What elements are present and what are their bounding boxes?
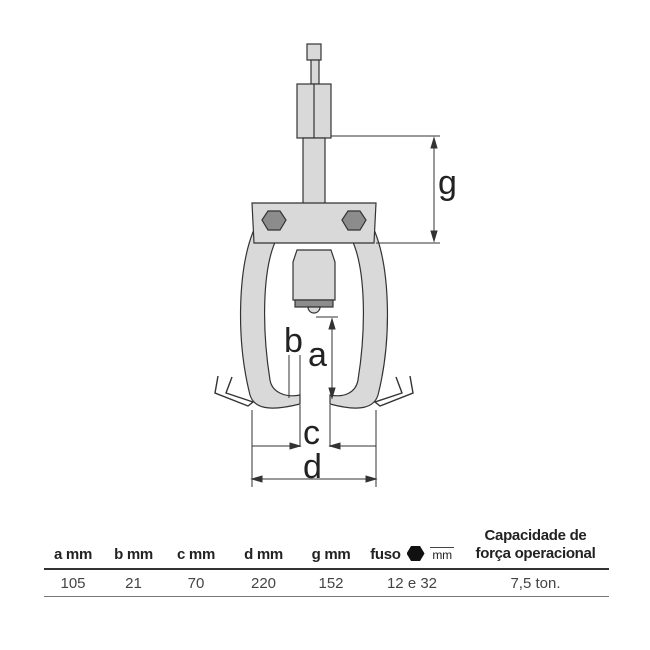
header-a: a mm [54, 546, 92, 563]
cell-fuso: 12 e 32 [386, 574, 438, 592]
cell-d: 220 [250, 574, 277, 592]
hexagon-icon [406, 546, 425, 561]
spindle [302, 137, 326, 205]
left-jaw [214, 375, 255, 407]
cell-c: 70 [187, 574, 205, 592]
header-g: g mm [311, 546, 351, 563]
header-capacity-line1: Capacidade de [484, 527, 587, 544]
hex-bit [306, 43, 322, 61]
header-capacity-line2: força operacional [475, 545, 596, 562]
cell-b: 21 [125, 574, 142, 592]
right-jaw [373, 375, 414, 407]
label-b: b [284, 322, 303, 360]
header-fuso: fuso mm [362, 546, 462, 568]
label-c: c [303, 414, 320, 452]
header-fuso-unit: mm [430, 547, 454, 562]
left-hex-bolt [261, 210, 287, 231]
center-piece [292, 249, 336, 301]
table-row: 105 21 70 220 152 12 e 32 7,5 ton. [44, 570, 609, 597]
crossbar [251, 202, 377, 244]
cell-g: 152 [318, 574, 344, 592]
puller-diagram: g b a c d [214, 43, 457, 487]
label-d: d [303, 448, 322, 486]
label-g: g [438, 164, 457, 202]
header-d: d mm [244, 546, 283, 563]
left-arm [239, 231, 301, 409]
header-b: b mm [114, 546, 153, 563]
header-capacity: Capacidade de força operacional [462, 527, 609, 568]
right-hex-bolt [341, 210, 367, 231]
header-c: c mm [177, 546, 215, 563]
spec-table: a mm b mm c mm d mm g mm fuso mm Capacid… [44, 520, 609, 597]
label-a: a [308, 336, 327, 374]
cell-capacity: 7,5 ton. [510, 574, 561, 592]
cell-a: 105 [60, 574, 86, 592]
right-arm [329, 231, 389, 409]
table-header: a mm b mm c mm d mm g mm fuso mm Capacid… [44, 520, 609, 570]
header-fuso-label: fuso [370, 546, 401, 563]
